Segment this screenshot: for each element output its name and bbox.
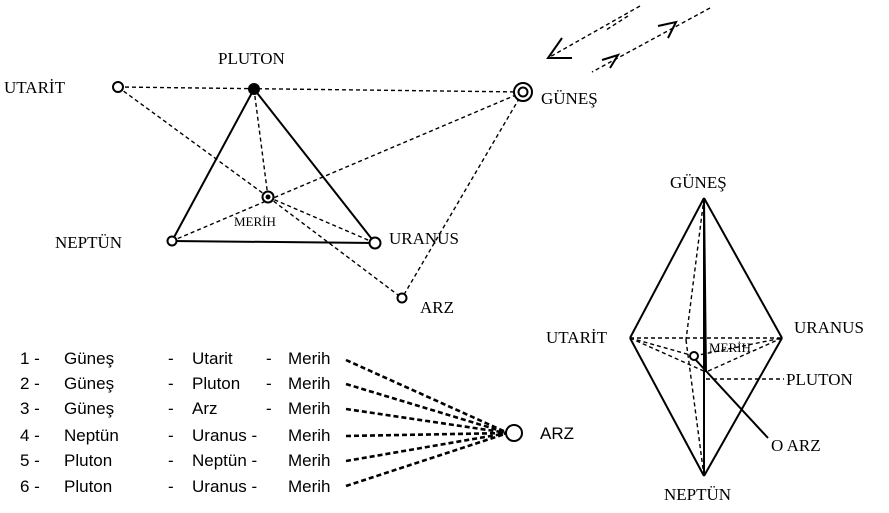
row2-num: 2 - — [20, 374, 40, 393]
row5-b: Neptün - — [192, 451, 257, 470]
arrow-right-tail — [601, 53, 621, 69]
node-pluton — [248, 83, 260, 95]
line-utarit-gunes — [117, 86, 524, 93]
edge-neptun-uranus — [171, 240, 376, 244]
dash2-utarit-merih — [629, 337, 695, 357]
row1-sep: - — [168, 349, 174, 368]
row3-num: 3 - — [20, 399, 40, 418]
edge2-gunes-pluton — [703, 197, 707, 373]
label2-neptun: NEPTÜN — [664, 485, 731, 504]
label2-merih: MERİH — [709, 340, 751, 355]
arrow-left-head — [546, 37, 572, 59]
edge2-uranus-neptun — [703, 337, 783, 477]
row3-a: Güneş — [64, 399, 114, 418]
row2-c: Merih — [288, 374, 331, 393]
direction-arrows — [546, 5, 711, 73]
diagram-right: GÜNEŞ UTARİT URANUS MERİH PLUTON O ARZ N… — [546, 173, 864, 504]
label2-utarit: UTARİT — [546, 328, 608, 347]
line-merih-arz — [267, 196, 403, 299]
row3-sep2: - — [266, 399, 272, 418]
row3-c: Merih — [288, 399, 331, 418]
row1-c: Merih — [288, 349, 331, 368]
row4-c: Merih — [288, 426, 331, 445]
row4-a: Neptün — [64, 426, 119, 445]
edge-pluton-neptun — [171, 88, 255, 242]
converge-line-5 — [345, 431, 509, 463]
row4-b: Uranus - — [192, 426, 257, 445]
row5-a: Pluton — [64, 451, 112, 470]
combination-list: 1 - Güneş - Utarit - Merih 2 - Güneş - P… — [20, 349, 574, 496]
label-uranus: URANUS — [389, 229, 459, 248]
dash2-merih-uranus — [693, 337, 783, 357]
row2-a: Güneş — [64, 374, 114, 393]
arrow-right-head — [657, 20, 678, 39]
edge2-gunes-utarit — [629, 197, 705, 339]
row6-c: Merih — [288, 477, 331, 496]
node2-merih — [689, 351, 699, 361]
label2-pluton: PLUTON — [786, 370, 853, 389]
row6-num: 6 - — [20, 477, 40, 496]
row4-sep: - — [168, 426, 174, 445]
line-gunes-neptun — [171, 91, 524, 242]
row1-b: Utarit — [192, 349, 233, 368]
row6-b: Uranus - — [192, 477, 257, 496]
line-utarit-merih — [117, 86, 269, 198]
dash2-gunes-merih — [685, 197, 705, 341]
node-gunes-inner — [517, 86, 529, 98]
label-list-arz: ARZ — [540, 424, 574, 443]
row3-b: Arz — [192, 399, 218, 418]
row6-sep: - — [168, 477, 174, 496]
diagram-top: UTARİT PLUTON GÜNEŞ MERİH NEPTÜN URANUS … — [4, 49, 598, 317]
row6-a: Pluton — [64, 477, 112, 496]
node-utarit — [112, 81, 124, 93]
row4-num: 4 - — [20, 426, 40, 445]
converge-line-6 — [345, 431, 509, 488]
converge-line-3 — [345, 407, 509, 435]
line-merih-uranus — [267, 196, 376, 244]
line-gunes-arz — [401, 91, 524, 299]
label-arz: ARZ — [420, 298, 454, 317]
converge-line-1 — [345, 358, 509, 435]
node-list-arz — [505, 424, 523, 442]
row2-b: Pluton — [192, 374, 240, 393]
row3-sep: - — [168, 399, 174, 418]
row1-sep2: - — [266, 349, 272, 368]
label-pluton: PLUTON — [218, 49, 285, 68]
edge2-gunes-uranus — [703, 197, 783, 339]
label2-uranus: URANUS — [794, 318, 864, 337]
row5-num: 5 - — [20, 451, 40, 470]
edge2-utarit-neptun — [629, 337, 705, 477]
node-merih-dot — [265, 194, 271, 200]
label-utarit: UTARİT — [4, 78, 66, 97]
node-neptun — [166, 235, 178, 247]
line2-merih-arz — [693, 357, 769, 439]
arrow-right-line — [591, 7, 711, 73]
converge-line-2 — [345, 382, 509, 435]
label-neptun: NEPTÜN — [55, 233, 122, 252]
label-merih: MERİH — [234, 214, 276, 229]
label2-arz: O ARZ — [771, 436, 821, 455]
row5-sep: - — [168, 451, 174, 470]
row5-c: Merih — [288, 451, 331, 470]
row1-num: 1 - — [20, 349, 40, 368]
dash2-merih-neptun — [685, 339, 705, 477]
converge-line-4 — [345, 431, 509, 438]
row2-sep2: - — [266, 374, 272, 393]
node-arz — [396, 292, 408, 304]
row2-sep: - — [168, 374, 174, 393]
arrow-left-tick — [605, 15, 629, 31]
node-uranus — [368, 236, 382, 250]
label2-gunes: GÜNEŞ — [670, 173, 727, 192]
row1-a: Güneş — [64, 349, 114, 368]
arrow-left-line — [547, 5, 641, 59]
edge-pluton-uranus — [253, 88, 376, 244]
label-gunes: GÜNEŞ — [541, 89, 598, 108]
